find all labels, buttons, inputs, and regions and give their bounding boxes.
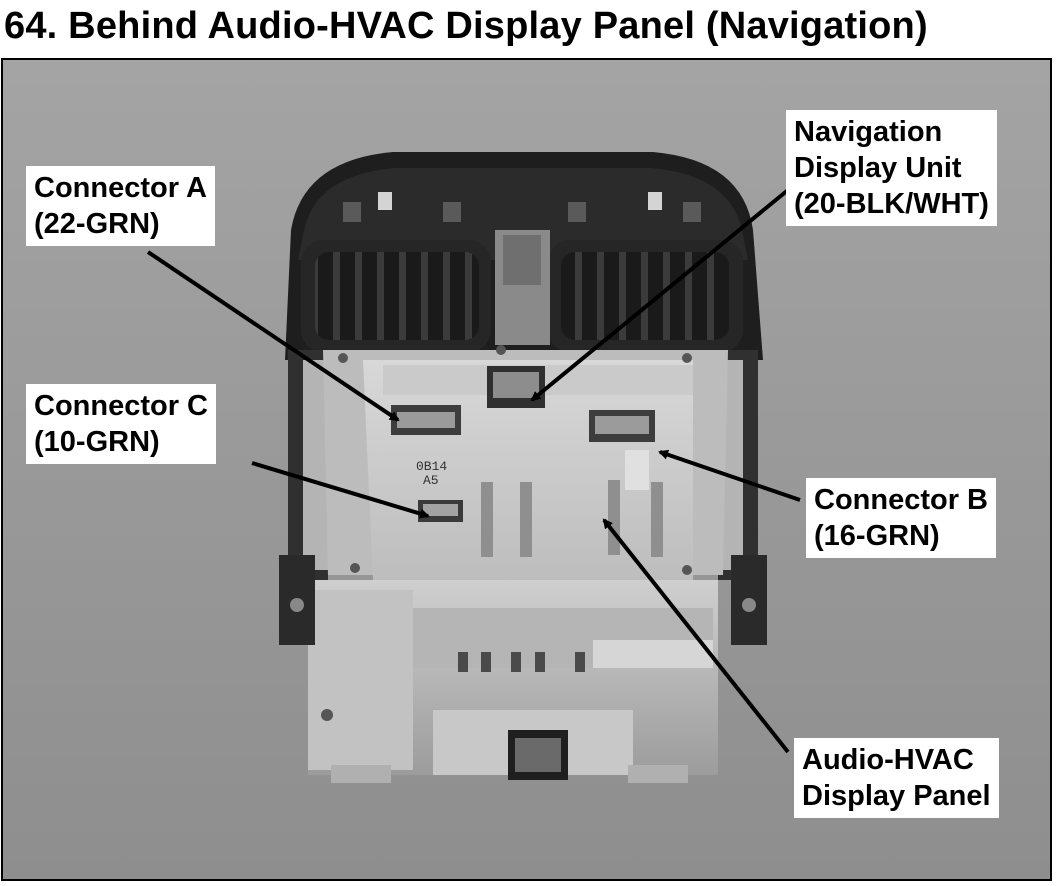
part-marking-line1: 0B14 xyxy=(416,459,447,474)
navigation-spec: (20-BLK/WHT) xyxy=(794,188,989,220)
page-title: 64. Behind Audio-HVAC Display Panel (Nav… xyxy=(4,5,928,47)
connector-b-callout: Connector B (16-GRN) xyxy=(806,478,996,558)
connector-a-name: Connector A xyxy=(34,172,207,204)
connector-c-spec: (10-GRN) xyxy=(34,426,160,458)
connector-b-spec: (16-GRN) xyxy=(814,520,940,552)
connector-a-callout: Connector A (22-GRN) xyxy=(26,166,215,246)
connector-c-callout: Connector C (10-GRN) xyxy=(26,384,216,464)
part-marking-line2: A5 xyxy=(423,473,439,488)
audio-hvac-callout: Audio-HVAC Display Panel xyxy=(794,738,999,818)
audio-hvac-line2: Display Panel xyxy=(802,780,991,812)
navigation-line1: Navigation xyxy=(794,116,943,148)
navigation-line2: Display Unit xyxy=(794,152,962,184)
connector-b-name: Connector B xyxy=(814,484,988,516)
audio-hvac-line1: Audio-HVAC xyxy=(802,744,974,776)
connector-c-name: Connector C xyxy=(34,390,208,422)
navigation-callout: Navigation Display Unit (20-BLK/WHT) xyxy=(786,110,997,226)
connector-a-spec: (22-GRN) xyxy=(34,208,160,240)
